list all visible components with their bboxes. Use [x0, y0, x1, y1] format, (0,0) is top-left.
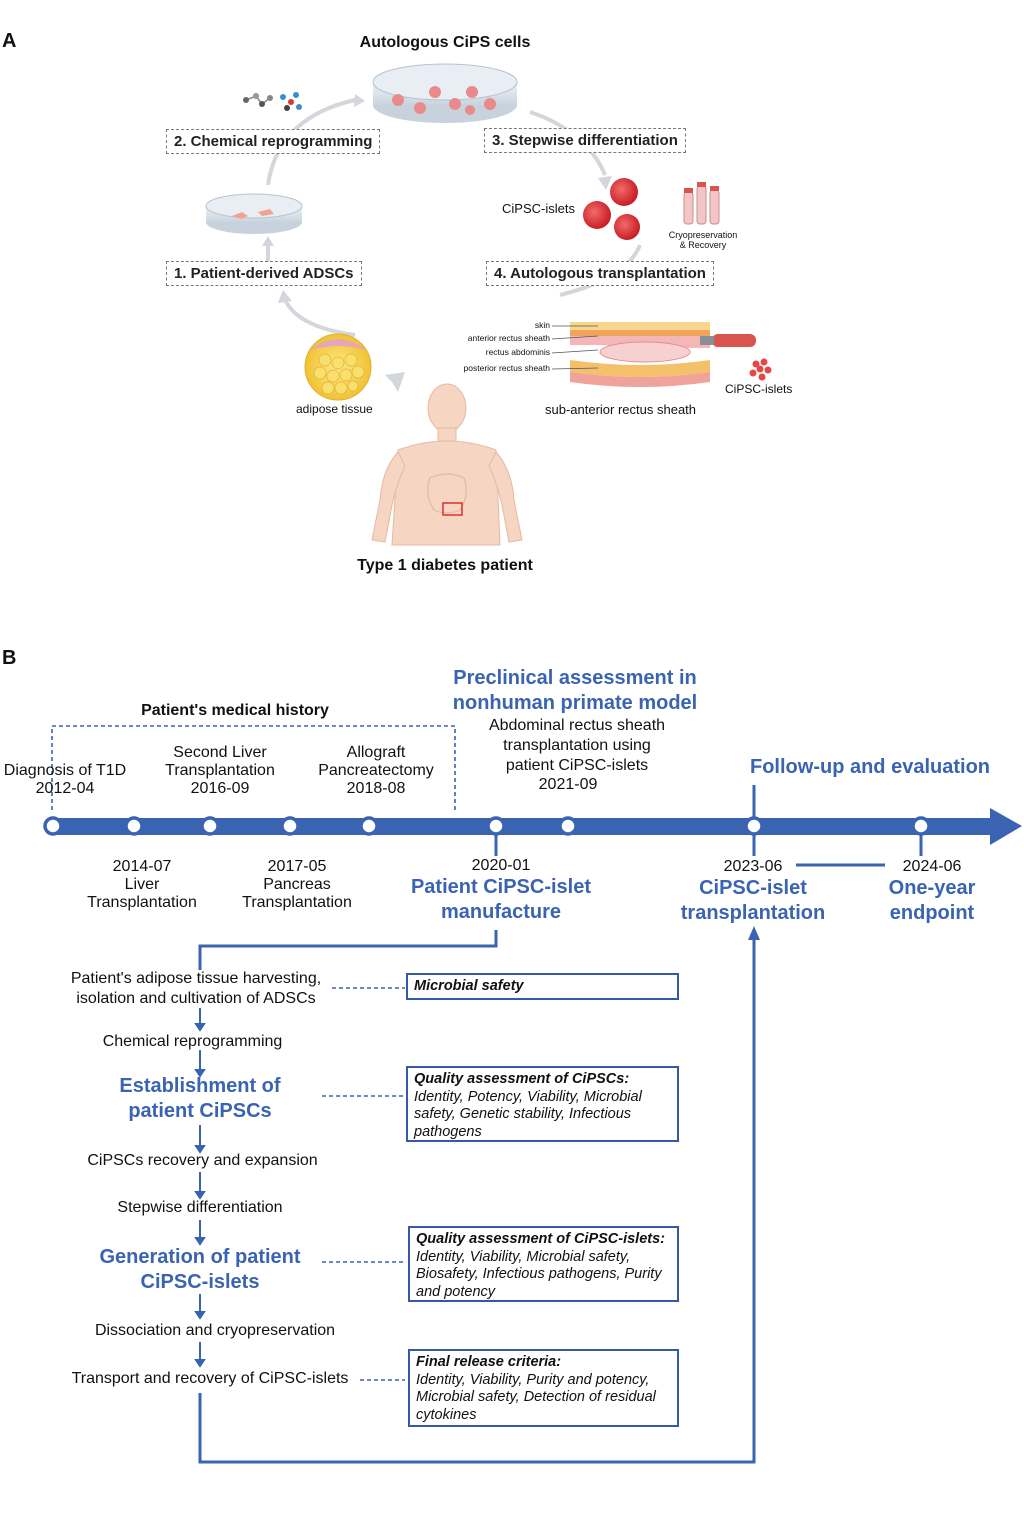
anterior-sheath-label: anterior rectus sheath: [467, 333, 550, 343]
posterior-sheath-label: posterior rectus sheath: [463, 363, 550, 373]
panel-a-figure: [205, 63, 772, 546]
timeline-nodes: [43, 816, 931, 836]
adipose-label: adipose tissue: [296, 402, 373, 416]
event-islet-transplant: 2023-06 CiPSC-islet transplantation: [668, 858, 838, 926]
rectus-label: rectus abdominis: [485, 347, 550, 357]
step-1-box: 1. Patient-derived ADSCs: [166, 261, 362, 286]
patient-label: Type 1 diabetes patient: [357, 557, 533, 574]
event-endpoint-label: One-year endpoint: [888, 877, 976, 924]
flow-step-1: Patient's adipose tissue harvesting, iso…: [70, 970, 322, 1007]
step-2-box: 2. Chemical reprogramming: [166, 129, 381, 154]
flow-step-4: CiPSCs recovery and expansion: [87, 1152, 318, 1169]
skin-label: skin: [534, 320, 550, 330]
release-criteria-body: Identity, Viability, Purity and potency,…: [416, 1371, 656, 1423]
event-second-liver-label: Second Liver Transplantation: [165, 744, 275, 779]
event-liver-transplant: 2014-07 Liver Transplantation: [82, 858, 202, 912]
flow-lines: [198, 930, 756, 1464]
panel-a-title: Autologous CiPS cells: [359, 34, 531, 51]
cryo-label-line2: & Recovery: [679, 240, 727, 250]
islet-qa-box: Quality assessment of CiPSC-islets: Iden…: [408, 1226, 679, 1302]
history-bracket: [51, 725, 456, 810]
site-label: sub-anterior rectus sheath: [545, 402, 697, 417]
event-second-liver: Second Liver Transplantation 2016-09: [139, 744, 301, 798]
cipsc-qa-title: Quality assessment of CiPSCs:: [414, 1071, 630, 1087]
islets-label-2: CiPSC-islets: [725, 382, 793, 396]
adipose-tissue-illustration: [304, 333, 372, 401]
followup-title: Follow-up and evaluation: [750, 756, 990, 778]
panel-b-figure: [43, 725, 1022, 1464]
cips-dish-illustration: [372, 63, 518, 123]
event-pancreatectomy: Allograft Pancreatectomy 2018-08: [316, 744, 436, 798]
adsc-dish-illustration: [205, 193, 303, 234]
preclinical-date: 2021-09: [538, 776, 598, 793]
islets-label: CiPSC-islets: [502, 201, 575, 216]
cryo-label-line1: Cryopreservation: [668, 230, 738, 240]
islet-qa-body: Identity, Viability, Microbial safety, B…: [416, 1248, 662, 1300]
step-4-box: 4. Autologous transplantation: [486, 261, 714, 286]
cipsc-qa-body: Identity, Potency, Viability, Microbial …: [414, 1088, 642, 1140]
event-pancreatectomy-label: Allograft Pancreatectomy: [318, 744, 434, 779]
release-criteria-title: Final release criteria:: [416, 1354, 562, 1370]
preclinical-text: Abdominal rectus sheath transplantation …: [488, 717, 666, 774]
rectus-sheath-cross-section: [551, 322, 772, 387]
event-manufacture: 2020-01 Patient CiPSC-islet manufacture: [396, 857, 606, 925]
patient-body-illustration: [371, 383, 523, 546]
panel-a-letter: A: [2, 30, 17, 52]
microbial-safety-box: Microbial safety: [406, 973, 679, 1000]
event-liver-transplant-date: 2014-07: [112, 858, 172, 875]
timeline-arrowhead: [990, 808, 1022, 845]
preclinical-title: Preclinical assessment in nonhuman prima…: [452, 667, 698, 714]
cycle-arrows: [266, 98, 642, 337]
history-title: Patient's medical history: [141, 702, 329, 719]
timeline-bar: [50, 818, 996, 835]
step-3-box: 3. Stepwise differentiation: [484, 128, 686, 153]
release-criteria-box: Final release criteria: Identity, Viabil…: [408, 1349, 679, 1427]
event-second-liver-date: 2016-09: [190, 780, 250, 797]
flow-step-5: Stepwise differentiation: [117, 1199, 283, 1216]
flow-step-3: Establishment of patient CiPSCs: [119, 1075, 281, 1122]
event-diagnosis: Diagnosis of T1D 2012-04: [0, 762, 134, 798]
event-pancreatectomy-date: 2018-08: [346, 780, 406, 797]
islet-cluster-illustration: [583, 178, 640, 240]
cryovial-icons: [683, 182, 720, 225]
event-pancreas-transplant-label: Pancreas Transplantation: [242, 876, 352, 911]
cryo-label: Cryopreservation & Recovery: [664, 230, 742, 250]
event-islet-transplant-date: 2023-06: [723, 858, 783, 875]
islet-qa-title: Quality assessment of CiPSC-islets:: [416, 1231, 665, 1247]
event-diagnosis-label: Diagnosis of T1D: [3, 762, 127, 779]
cipsc-qa-box: Quality assessment of CiPSCs: Identity, …: [406, 1066, 679, 1142]
flow-step-8: Transport and recovery of CiPSC-islets: [71, 1370, 349, 1387]
event-liver-transplant-label: Liver Transplantation: [87, 876, 197, 911]
event-endpoint-date: 2024-06: [902, 858, 962, 875]
flow-step-2: Chemical reprogramming: [102, 1033, 283, 1050]
event-pancreas-transplant-date: 2017-05: [267, 858, 327, 875]
event-pancreas-transplant: 2017-05 Pancreas Transplantation: [236, 858, 358, 912]
panel-b-letter: B: [2, 647, 17, 669]
event-islet-transplant-label: CiPSC-islet transplantation: [680, 877, 826, 924]
flow-step-6: Generation of patient CiPSC-islets: [99, 1246, 301, 1293]
event-manufacture-label: Patient CiPSC-islet manufacture: [410, 876, 592, 923]
molecule-icons: [243, 92, 302, 111]
event-manufacture-date: 2020-01: [471, 857, 531, 874]
event-diagnosis-date: 2012-04: [35, 780, 95, 797]
flow-step-7: Dissociation and cryopreservation: [94, 1322, 336, 1339]
event-endpoint: 2024-06 One-year endpoint: [872, 858, 992, 926]
